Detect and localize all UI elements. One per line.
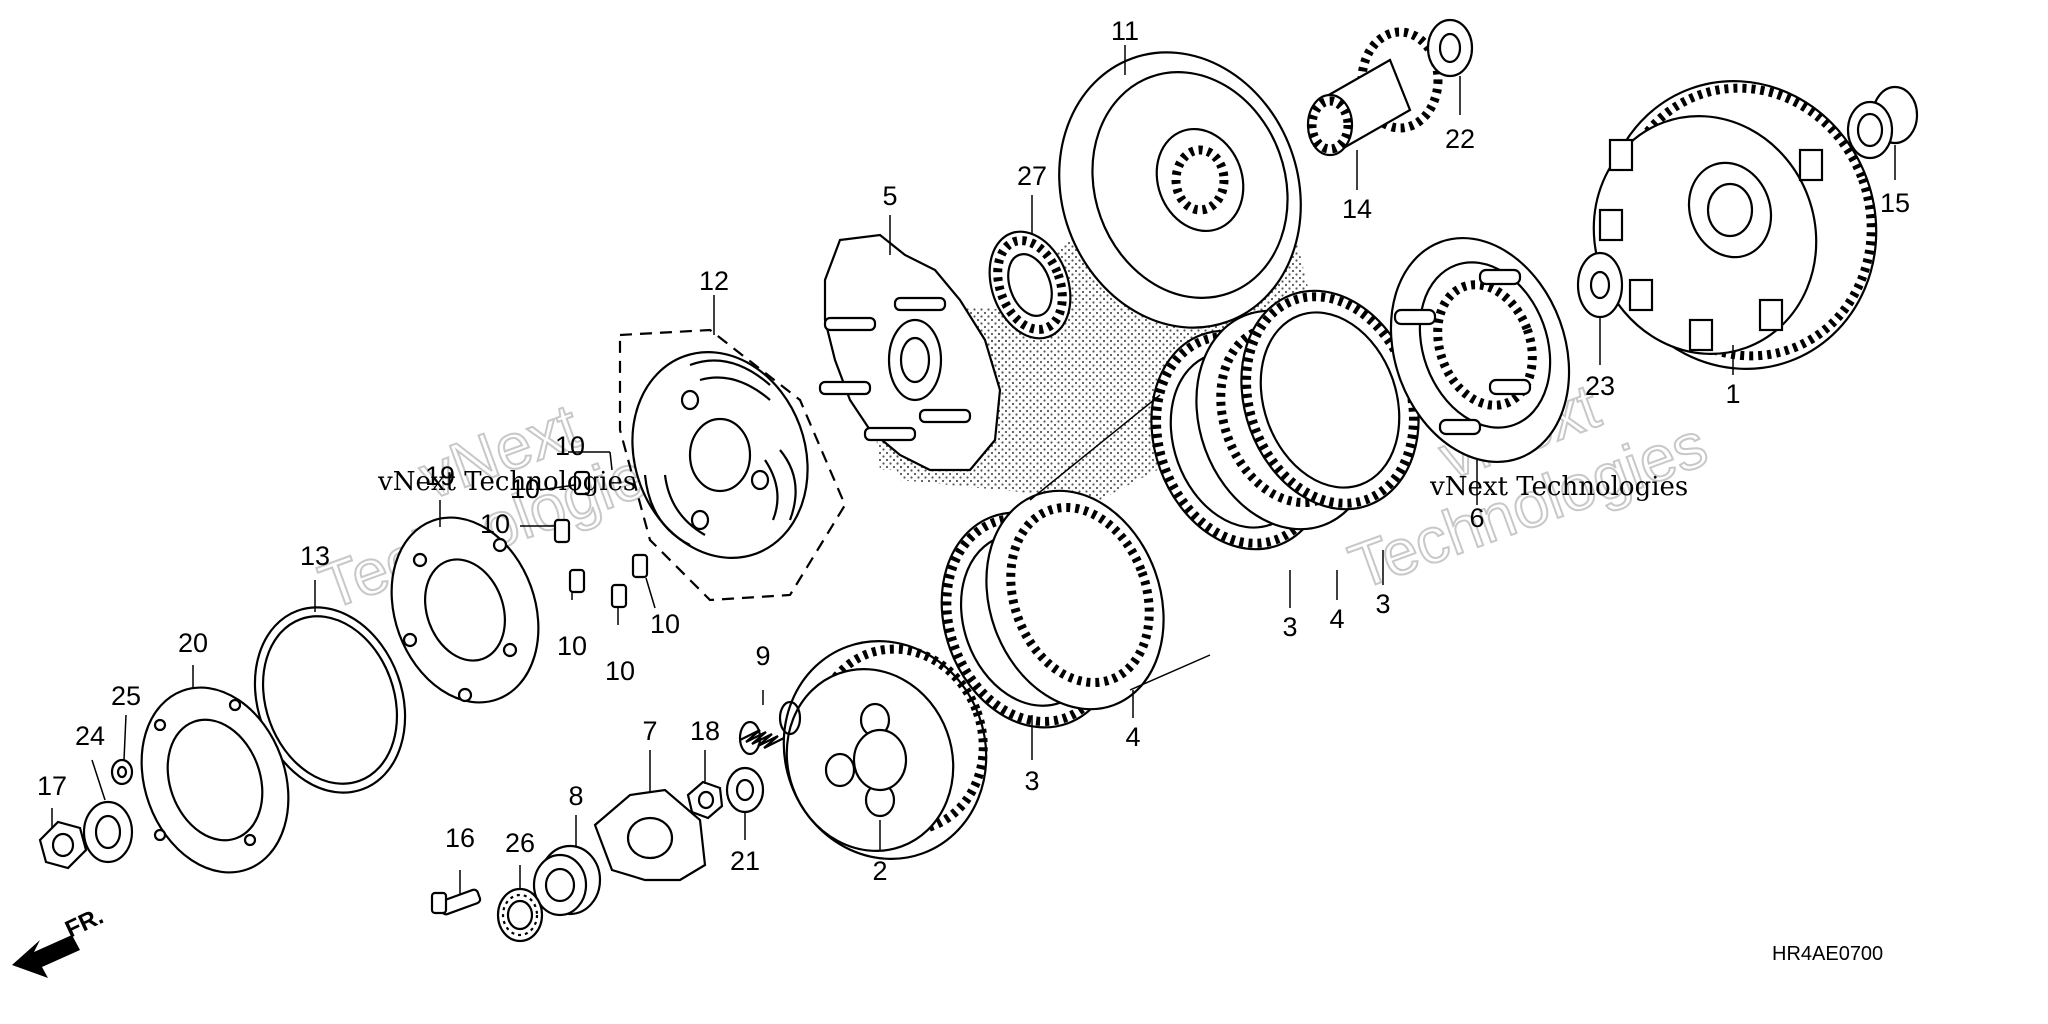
callout-10: 10 bbox=[555, 431, 585, 461]
callout-15: 15 bbox=[1880, 188, 1910, 218]
callout-26: 26 bbox=[505, 828, 535, 858]
part-nut bbox=[686, 780, 724, 820]
part-washer-21 bbox=[725, 766, 765, 814]
callout-13: 13 bbox=[300, 541, 330, 571]
callout-10: 10 bbox=[605, 656, 635, 686]
part-clutch-spring bbox=[738, 700, 802, 756]
callout-22: 22 bbox=[1445, 124, 1475, 154]
callout-21: 21 bbox=[730, 846, 760, 876]
callout-17: 17 bbox=[37, 771, 67, 801]
part-centrifugal-shoes bbox=[618, 328, 847, 602]
part-lifter-plate bbox=[593, 788, 707, 882]
part-bolt bbox=[430, 888, 482, 916]
callout-5: 5 bbox=[882, 181, 897, 211]
callout-6: 6 bbox=[1469, 503, 1484, 533]
part-clutch-drum bbox=[1058, 51, 1302, 329]
part-clutch-outer bbox=[1592, 80, 1878, 370]
leader-lines bbox=[51, 45, 1896, 895]
callout-4: 4 bbox=[1329, 604, 1344, 634]
part-pressure-plate bbox=[1389, 236, 1571, 464]
callout-11: 11 bbox=[1111, 16, 1139, 46]
callout-2: 2 bbox=[872, 856, 887, 886]
callout-10: 10 bbox=[650, 609, 680, 639]
part-washer-23 bbox=[1576, 251, 1624, 319]
callout-7: 7 bbox=[642, 716, 657, 746]
callout-3: 3 bbox=[1375, 589, 1390, 619]
callout-24: 24 bbox=[75, 721, 105, 751]
callout-16: 16 bbox=[445, 823, 475, 853]
callout-25: 25 bbox=[111, 681, 141, 711]
part-primary-gear bbox=[1306, 27, 1443, 157]
part-bearing-holder bbox=[532, 844, 602, 917]
callout-10: 10 bbox=[480, 509, 510, 539]
part-washer-24 bbox=[82, 800, 134, 864]
callout-20: 20 bbox=[178, 628, 208, 658]
callout-9: 9 bbox=[755, 641, 770, 671]
part-washer-22 bbox=[1426, 18, 1474, 78]
part-washer-25 bbox=[110, 758, 134, 786]
callout-12: 12 bbox=[699, 266, 729, 296]
part-backing-plate bbox=[390, 516, 540, 704]
part-lock-nut bbox=[38, 820, 88, 870]
callout-4: 4 bbox=[1125, 722, 1140, 752]
callout-3: 3 bbox=[1282, 612, 1297, 642]
callout-27: 27 bbox=[1017, 161, 1047, 191]
part-bearing bbox=[496, 887, 544, 943]
callout-10: 10 bbox=[557, 631, 587, 661]
callout-14: 14 bbox=[1342, 194, 1372, 224]
watermark-text-right: vNext Technologies bbox=[1429, 472, 1688, 502]
part-one-way-clutch bbox=[988, 230, 1072, 340]
callout-1: 1 bbox=[1725, 379, 1740, 409]
part-small-bolts bbox=[553, 470, 649, 609]
callout-23: 23 bbox=[1585, 371, 1615, 401]
front-direction-arrow: FR. bbox=[12, 903, 108, 978]
watermark-text-left: vNext Technologies bbox=[377, 467, 636, 497]
callout-8: 8 bbox=[568, 781, 583, 811]
part-collar bbox=[1846, 85, 1919, 160]
part-drive-plate bbox=[818, 233, 1002, 472]
part-clutch-center bbox=[782, 640, 988, 860]
callout-18: 18 bbox=[690, 716, 720, 746]
callout-19: 19 bbox=[425, 461, 455, 491]
part-cover-plate bbox=[140, 686, 290, 874]
callout-numbers: 1 2 3 3 3 4 4 5 6 7 8 9 10 10 10 10 10 1… bbox=[37, 16, 1910, 886]
diagram-code: HR4AE0700 bbox=[1772, 943, 1883, 965]
callout-3: 3 bbox=[1024, 766, 1039, 796]
callout-10: 10 bbox=[510, 474, 540, 504]
